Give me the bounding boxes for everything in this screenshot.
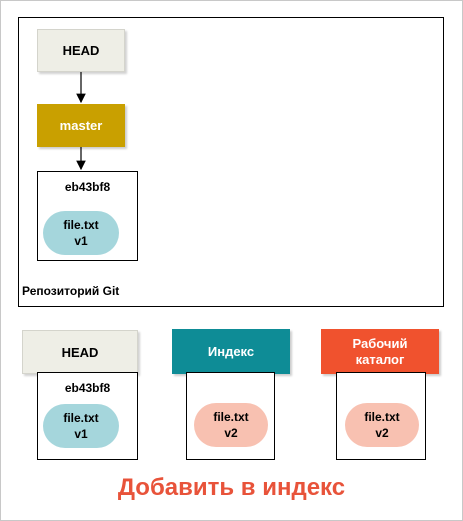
area-head-file-blob: file.txt v1 [43, 404, 119, 448]
repo-commit: eb43bf8 file.txt v1 [37, 171, 138, 261]
area-working-box: file.txt v2 [336, 372, 426, 460]
area-working-label-line2: каталог [355, 351, 405, 367]
area-head-file-name: file.txt [63, 411, 99, 425]
repo-commit-id: eb43bf8 [64, 180, 111, 194]
area-working-file-version: v2 [375, 426, 389, 440]
branch-master: master [37, 104, 125, 147]
repo-file-name: file.txt [63, 218, 99, 232]
area-working-label-line1: Рабочий [352, 335, 408, 351]
area-head-header: HEAD [22, 330, 138, 374]
branch-master-label: master [59, 118, 103, 133]
area-working-file-name: file.txt [364, 410, 400, 424]
area-working-file-blob: file.txt v2 [345, 403, 419, 447]
area-index-header: Индекс [172, 329, 290, 374]
repo-file-version: v1 [74, 234, 88, 248]
area-index-file-name: file.txt [213, 410, 249, 424]
area-working-header: Рабочий каталог [321, 329, 439, 374]
area-head-file-version: v1 [74, 427, 88, 441]
repo-file-blob: file.txt v1 [43, 211, 119, 255]
area-index-file-version: v2 [224, 426, 238, 440]
area-head-label: HEAD [61, 344, 99, 360]
diagram-caption: Добавить в индекс [117, 474, 346, 501]
area-head-commit-id: eb43bf8 [64, 381, 111, 395]
repo-head-label: HEAD [62, 43, 100, 58]
repo-head-pointer: HEAD [37, 29, 125, 72]
area-index-box: file.txt v2 [186, 372, 275, 460]
area-head-commit: eb43bf8 file.txt v1 [37, 372, 138, 460]
repository-label: Репозиторий Git [22, 284, 120, 298]
area-index-label: Индекс [207, 344, 255, 359]
area-index-file-blob: file.txt v2 [194, 403, 268, 447]
